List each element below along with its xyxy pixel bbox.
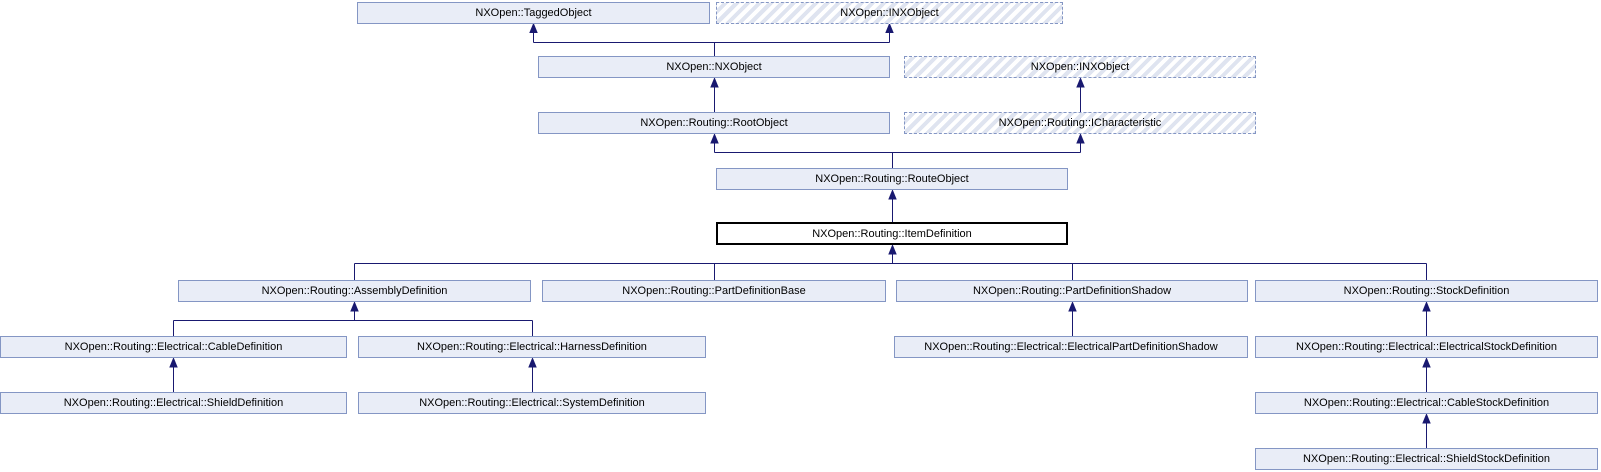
- node-inx-object-mid: NXOpen::INXObject: [904, 56, 1256, 78]
- edge-shieldstock-to-cablestock: [1422, 413, 1431, 448]
- node-item-definition: NXOpen::Routing::ItemDefinition: [716, 222, 1068, 245]
- edge-cablestock-to-esd: [1422, 357, 1431, 392]
- node-icharacteristic: NXOpen::Routing::ICharacteristic: [904, 112, 1256, 134]
- edge-system-to-harness: [528, 357, 537, 392]
- node-root-object[interactable]: NXOpen::Routing::RootObject: [538, 112, 890, 134]
- node-system-definition[interactable]: NXOpen::Routing::Electrical::SystemDefin…: [358, 392, 706, 414]
- edge-epds-to-pds: [1068, 301, 1077, 336]
- node-route-object[interactable]: NXOpen::Routing::RouteObject: [716, 168, 1068, 190]
- edge-rootobject-to-nxobject: [710, 77, 719, 112]
- node-cable-definition[interactable]: NXOpen::Routing::Electrical::CableDefini…: [0, 336, 347, 358]
- edge-assemblydefinition-children: [173, 301, 533, 336]
- node-harness-definition[interactable]: NXOpen::Routing::Electrical::HarnessDefi…: [358, 336, 706, 358]
- node-electrical-part-definition-shadow[interactable]: NXOpen::Routing::Electrical::ElectricalP…: [894, 336, 1248, 358]
- node-electrical-stock-definition[interactable]: NXOpen::Routing::Electrical::ElectricalS…: [1255, 336, 1598, 358]
- node-nx-object[interactable]: NXOpen::NXObject: [538, 56, 890, 78]
- edge-routeobject-parents: [710, 133, 1085, 168]
- edge-itemdefinition-to-routeobject: [888, 189, 897, 222]
- node-part-definition-shadow[interactable]: NXOpen::Routing::PartDefinitionShadow: [896, 280, 1248, 302]
- edge-esd-to-stockdefinition: [1422, 301, 1431, 336]
- node-shield-stock-definition[interactable]: NXOpen::Routing::Electrical::ShieldStock…: [1255, 448, 1598, 470]
- node-stock-definition[interactable]: NXOpen::Routing::StockDefinition: [1255, 280, 1598, 302]
- node-shield-definition[interactable]: NXOpen::Routing::Electrical::ShieldDefin…: [0, 392, 347, 414]
- node-assembly-definition[interactable]: NXOpen::Routing::AssemblyDefinition: [178, 280, 531, 302]
- node-inx-object-top: NXOpen::INXObject: [716, 2, 1063, 24]
- edge-itemdefinition-children: [354, 244, 1427, 280]
- edge-shield-to-cable: [169, 357, 178, 392]
- node-part-definition-base[interactable]: NXOpen::Routing::PartDefinitionBase: [542, 280, 886, 302]
- edge-nxobject-parents: [529, 22, 894, 56]
- edge-icharacteristic-to-inxobject: [1076, 77, 1085, 112]
- node-tagged-object[interactable]: NXOpen::TaggedObject: [357, 2, 710, 24]
- node-cable-stock-definition[interactable]: NXOpen::Routing::Electrical::CableStockD…: [1255, 392, 1598, 414]
